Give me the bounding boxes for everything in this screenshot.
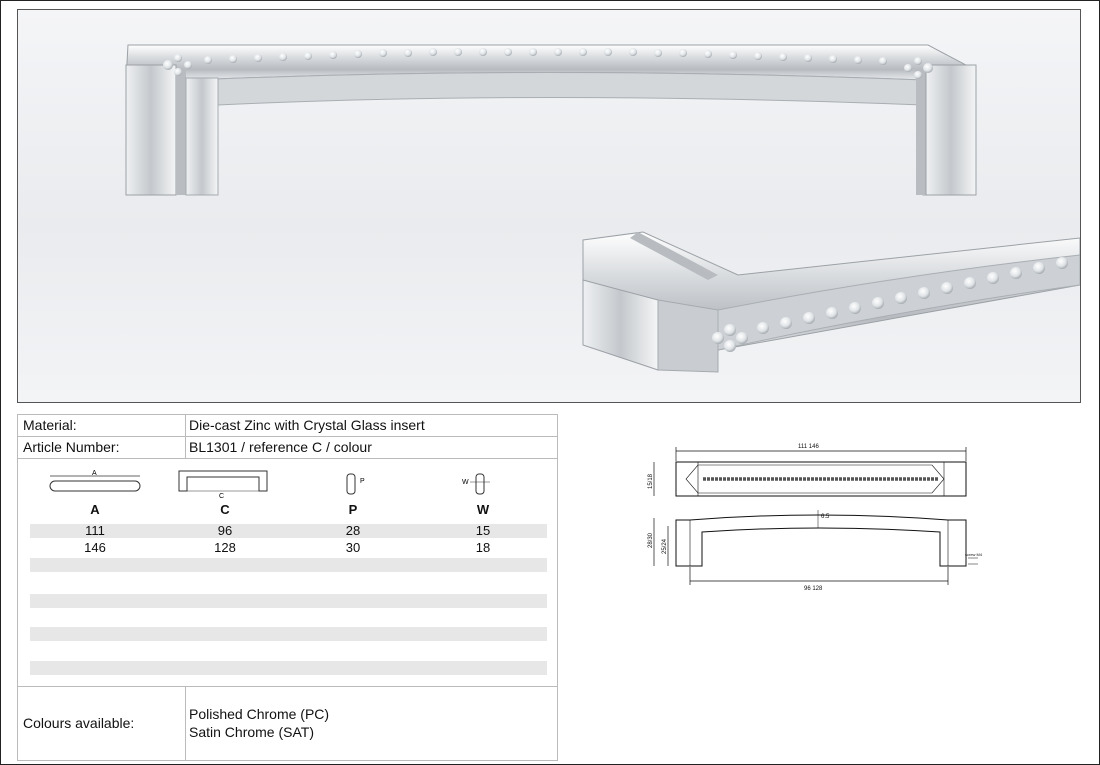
table-cell: 111 [85,523,105,538]
column-divider [185,686,186,760]
dimension-a-diagram: A [49,470,141,492]
dimension-c-diagram: C [178,470,268,499]
product-photo [17,9,1081,403]
article-label: Article Number: [23,439,120,455]
column-header-p: P [348,502,358,517]
dimension-c-mark: C [219,493,224,499]
column-divider [185,415,186,459]
technical-drawing: 111 146 15/18 6.5 28/30 25/24 screw M4 9… [648,444,983,592]
table-cell: 96 [217,523,233,538]
handle-bottom [582,231,1080,373]
table-cell: 146 [84,540,106,555]
material-label: Material: [23,417,77,433]
handle-photo-illustration [125,44,1080,373]
colours-label: Colours available: [23,715,135,731]
table-row-stripe [30,524,547,538]
specification-table: Material: Die-cast Zinc with Crystal Gla… [17,414,558,761]
handle-top [125,44,977,196]
row-divider [18,686,557,687]
column-header-c: C [220,502,230,517]
table-row-stripe [30,627,547,641]
column-header-a: A [90,502,100,517]
side-height-dimension: 28/30 [648,532,654,548]
table-cell: 30 [345,540,361,555]
dimension-w-mark: W [462,479,469,486]
crystal-row-top [163,48,933,79]
table-cell: 18 [475,540,491,555]
bottom-length-dimension: 96 128 [804,586,823,592]
table-cell: 128 [214,540,236,555]
dimension-a-mark: A [92,470,97,477]
column-header-w: W [476,502,490,517]
article-value: BL1301 / reference C / colour [189,439,372,455]
screw-note: screw M4 [965,552,983,557]
crystal-row-bottom [712,257,1068,352]
table-row-stripe [30,558,547,572]
thickness-dimension: 6.5 [821,514,830,520]
table-cell: 28 [345,523,361,538]
colour-option: Satin Chrome (SAT) [189,724,314,740]
colour-option: Polished Chrome (PC) [189,706,330,722]
dimension-w-diagram: W [462,473,490,495]
top-length-dimension: 111 146 [798,444,819,450]
material-value: Die-cast Zinc with Crystal Glass insert [189,417,425,433]
table-cell: 15 [475,523,491,538]
inner-height-dimension: 25/24 [662,538,668,554]
table-row-stripe [30,661,547,675]
table-row-stripe [30,594,547,608]
dimension-p-mark: P [360,478,365,485]
top-height-dimension: 15/18 [648,473,654,489]
row-divider [18,458,557,459]
dimension-p-diagram: P [346,473,365,495]
row-divider [18,436,557,437]
